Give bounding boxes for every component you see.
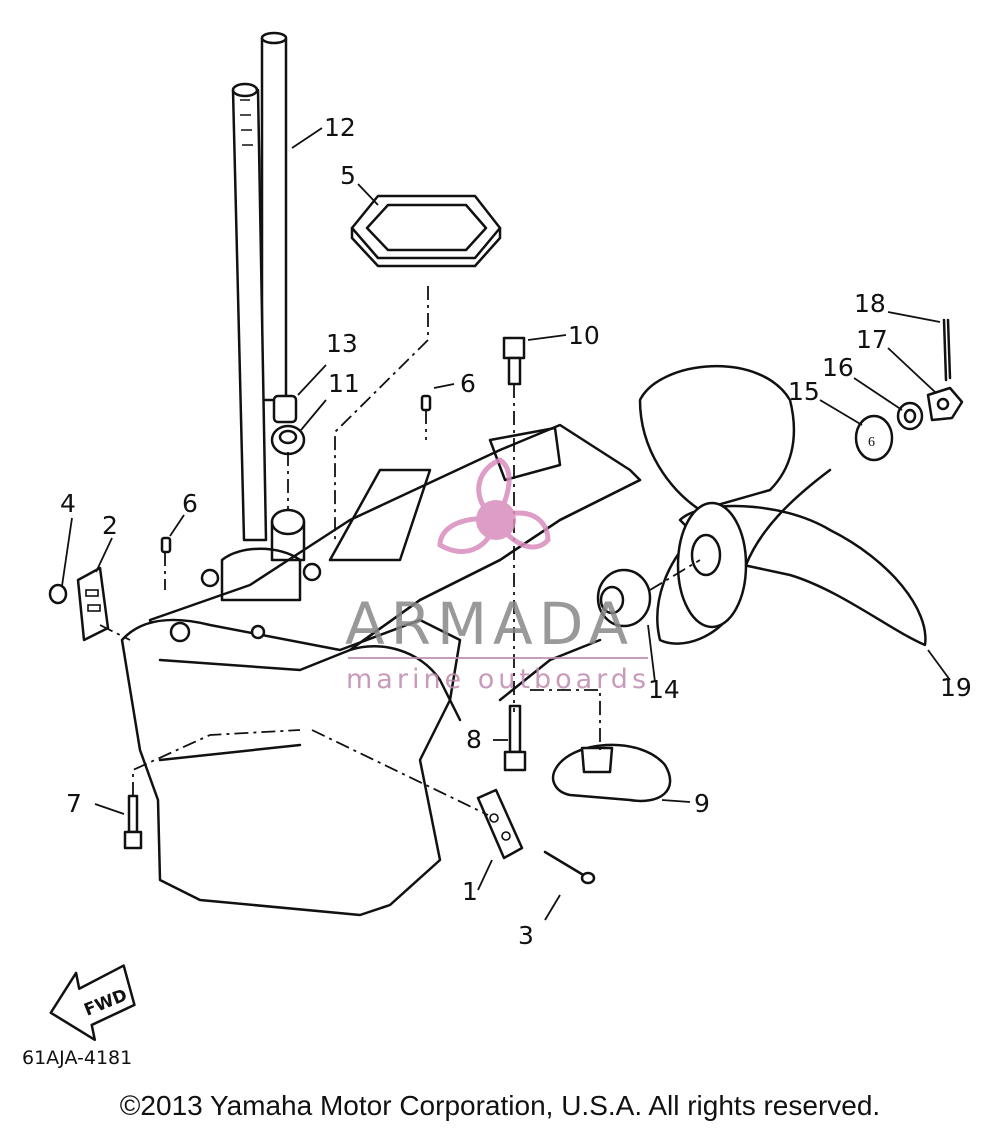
- callout-4: 4: [60, 489, 76, 518]
- propeller-part[interactable]: [638, 364, 927, 647]
- propeller-nut-part[interactable]: [926, 386, 964, 422]
- svg-text:6: 6: [868, 435, 875, 450]
- callout-16: 16: [822, 353, 854, 382]
- bushing-part[interactable]: [272, 394, 298, 424]
- copyright-notice: ©2013 Yamaha Motor Corporation, U.S.A. A…: [119, 1090, 881, 1121]
- callout-13: 13: [326, 329, 358, 358]
- spacer-part[interactable]: [596, 568, 652, 628]
- diagram-code: 61AJA-4181: [22, 1047, 132, 1069]
- drive-shaft-part[interactable]: [260, 31, 288, 402]
- callout-10: 10: [568, 321, 600, 350]
- callout-12: 12: [324, 113, 356, 142]
- callout-15: 15: [788, 377, 820, 406]
- oil-seal-part[interactable]: [270, 424, 306, 456]
- callout-6-left: 6: [182, 489, 198, 518]
- watermark-title: ARMADA: [345, 590, 634, 658]
- callout-8: 8: [466, 725, 482, 754]
- watermark: ARMADA marine outboards: [345, 457, 650, 695]
- leader-lines: [61, 127, 951, 921]
- anode-bottom-part[interactable]: [476, 788, 524, 860]
- watermark-subtitle: marine outboards: [346, 664, 650, 695]
- callout-5: 5: [340, 161, 356, 190]
- callout-3: 3: [518, 921, 534, 950]
- callout-9: 9: [694, 789, 710, 818]
- bolt-7-part[interactable]: [123, 794, 143, 850]
- callout-7: 7: [66, 789, 82, 818]
- armada-logo-icon: [437, 457, 551, 554]
- callout-2: 2: [102, 511, 118, 540]
- bolt-8-part[interactable]: [503, 704, 527, 772]
- shift-rod-part[interactable]: [231, 82, 268, 542]
- lower-casing-part[interactable]: [120, 423, 642, 917]
- anode-left-part[interactable]: [76, 566, 110, 642]
- small-spacer-part[interactable]: [896, 401, 924, 431]
- dowel-pin-left-part[interactable]: [160, 536, 172, 554]
- callouts: 1 2 3 4 5 6 6 7 8 9 10 11 12 13 14 15 16…: [60, 113, 972, 950]
- callout-18: 18: [854, 289, 886, 318]
- fwd-arrow-icon: FWD: [49, 964, 136, 1042]
- callout-11: 11: [328, 369, 360, 398]
- callout-14: 14: [648, 675, 680, 704]
- screw-part[interactable]: [543, 850, 596, 885]
- bolt-10-part[interactable]: [502, 336, 526, 386]
- trim-tab-part[interactable]: [551, 743, 672, 803]
- nut-part[interactable]: [48, 583, 68, 605]
- dowel-pin-right-part[interactable]: [420, 394, 432, 412]
- washer-part[interactable]: 6: [854, 414, 894, 462]
- callout-17: 17: [856, 325, 888, 354]
- gasket-part[interactable]: [350, 194, 502, 268]
- callout-19: 19: [940, 673, 972, 702]
- cotter-pin-part[interactable]: [942, 318, 952, 382]
- callout-6-right: 6: [460, 369, 476, 398]
- callout-1: 1: [462, 877, 478, 906]
